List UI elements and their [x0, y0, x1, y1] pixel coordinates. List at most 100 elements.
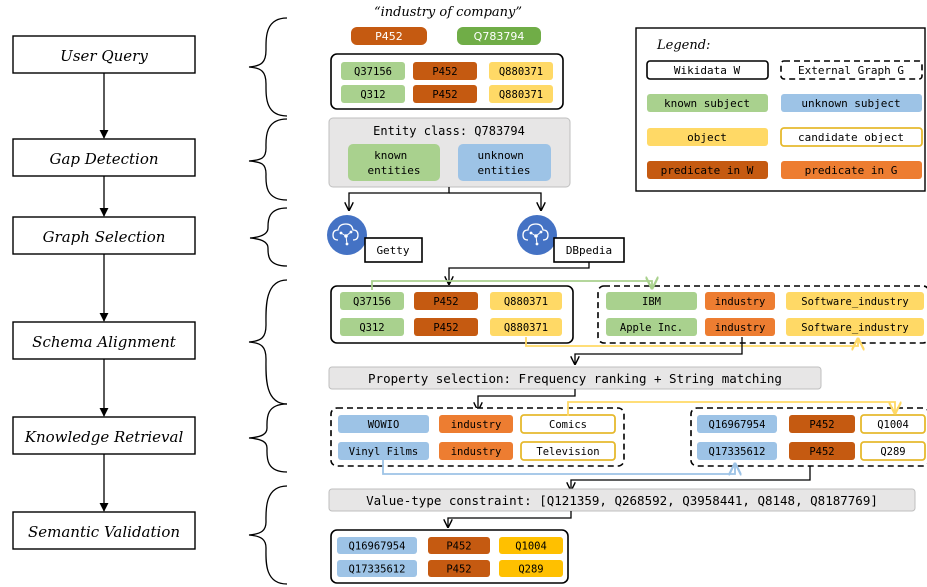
predicate-cell	[414, 292, 478, 310]
user-query-section: “industry of company” P452 Q783794 Q3715…	[330, 5, 564, 110]
predicate-label: P452	[446, 541, 471, 553]
subject-cell	[341, 85, 405, 103]
graph-label-box	[364, 237, 423, 263]
getty-graph: Getty	[327, 215, 423, 263]
predicate-label: industry	[715, 322, 766, 334]
brace-graph-selection	[249, 207, 288, 267]
property-selection-label: Property selection: Frequency ranking + …	[368, 371, 782, 386]
unknown-subject-link	[382, 460, 735, 474]
object-label: Software_industry	[801, 322, 908, 334]
legend: Legend: Wikidata W External Graph G know…	[635, 27, 926, 192]
gap-arrows	[349, 187, 541, 210]
subject-cell	[338, 442, 429, 460]
predicate-cell	[439, 415, 513, 433]
object-label: Q289	[518, 564, 543, 576]
object-label: Q880371	[499, 66, 543, 78]
gap-detection-section: Entity class: Q783794 known entities unk…	[328, 117, 571, 210]
legend-external-label: External Graph G	[798, 64, 904, 77]
object-cell	[499, 560, 563, 577]
object-cell	[489, 62, 553, 80]
predicate-cell	[789, 442, 855, 460]
dbpedia-arrow	[449, 262, 590, 284]
predicate-label: industry	[451, 446, 502, 458]
legend-title: Legend:	[656, 38, 710, 53]
step-gap-detection: Gap Detection	[12, 138, 196, 177]
query-text: “industry of company”	[374, 5, 522, 20]
object-cell	[860, 414, 926, 434]
predicate-label: P452	[432, 66, 457, 78]
step-semantic-validation: Semantic Validation	[12, 511, 196, 550]
step-label: Gap Detection	[49, 150, 158, 168]
predicate-badge-label: P452	[375, 30, 403, 43]
legend-unknown-subject-label: unknown subject	[801, 97, 900, 110]
subject-cell	[697, 442, 777, 460]
subject-cell	[340, 318, 404, 336]
subject-cell	[338, 415, 429, 433]
entity-class-title: Entity class: Q783794	[373, 124, 525, 138]
dbpedia-graph: DBpedia	[517, 215, 625, 263]
subject-cell	[340, 292, 404, 310]
legend-candidate-object-swatch	[780, 127, 923, 147]
subject-cell	[341, 62, 405, 80]
legend-object-label: object	[687, 131, 727, 144]
unknown-entities-line: entities	[478, 164, 531, 177]
subject-cell	[337, 560, 417, 577]
object-label: Q289	[880, 446, 905, 458]
subject-label: Q312	[360, 89, 385, 101]
object-link-arrow	[525, 337, 858, 346]
known-entities-line: known	[374, 149, 407, 162]
step-label: Knowledge Retrieval	[24, 428, 184, 446]
unknown-entities-label: unknown entities	[478, 149, 531, 177]
subject-label: Q312	[359, 322, 384, 334]
predicate-cell	[428, 560, 490, 577]
step-user-query: User Query	[12, 35, 196, 74]
subject-cell	[606, 318, 697, 336]
candidate-object-link	[567, 401, 895, 416]
object-cell	[499, 537, 563, 554]
brace-knowledge-retrieval	[248, 403, 288, 473]
step-label: User Query	[60, 47, 148, 65]
subject-label: Q16967954	[709, 419, 766, 431]
predicate-label: P452	[809, 419, 834, 431]
retrieval-arrow	[571, 466, 811, 490]
subject-label: Q17335612	[349, 564, 406, 576]
known-entities-line: entities	[368, 164, 421, 177]
object-cell	[860, 441, 926, 461]
legend-candidate-object-label: candidate object	[798, 131, 904, 144]
curly-braces	[248, 17, 288, 585]
subject-label: Q17335612	[709, 446, 766, 458]
object-label: Q1004	[877, 419, 909, 431]
predicate-label: P452	[809, 446, 834, 458]
brace-gap-detection	[248, 118, 288, 201]
subject-label: WOWIO	[368, 419, 400, 431]
subject-label: Apple Inc.	[620, 322, 683, 334]
subject-label: Q37156	[353, 296, 391, 308]
class-badge	[457, 27, 541, 45]
unknown-entities-line: unknown	[478, 149, 524, 162]
selection-arrow	[478, 389, 576, 410]
predicate-label: P452	[432, 89, 457, 101]
object-label: Q1004	[515, 541, 547, 553]
step-knowledge-retrieval: Knowledge Retrieval	[12, 416, 196, 455]
subject-cell	[697, 415, 777, 433]
semantic-validation-section: Value-type constraint: [Q121359, Q268592…	[328, 488, 916, 584]
subject-label: Q16967954	[349, 541, 406, 553]
graph-label-box	[553, 237, 625, 263]
object-label: Television	[536, 446, 599, 458]
object-cell	[490, 292, 562, 310]
predicate-cell	[705, 318, 775, 336]
object-cell	[520, 441, 616, 461]
legend-unknown-subject-swatch	[781, 94, 922, 112]
predicate-cell	[414, 318, 478, 336]
validation-arrow	[448, 511, 572, 527]
object-cell	[786, 318, 924, 336]
industry-arrow	[575, 337, 743, 364]
graph-name: DBpedia	[566, 244, 612, 257]
legend-known-subject-label: known subject	[664, 97, 750, 110]
step-schema-alignment: Schema Alignment	[12, 321, 196, 360]
